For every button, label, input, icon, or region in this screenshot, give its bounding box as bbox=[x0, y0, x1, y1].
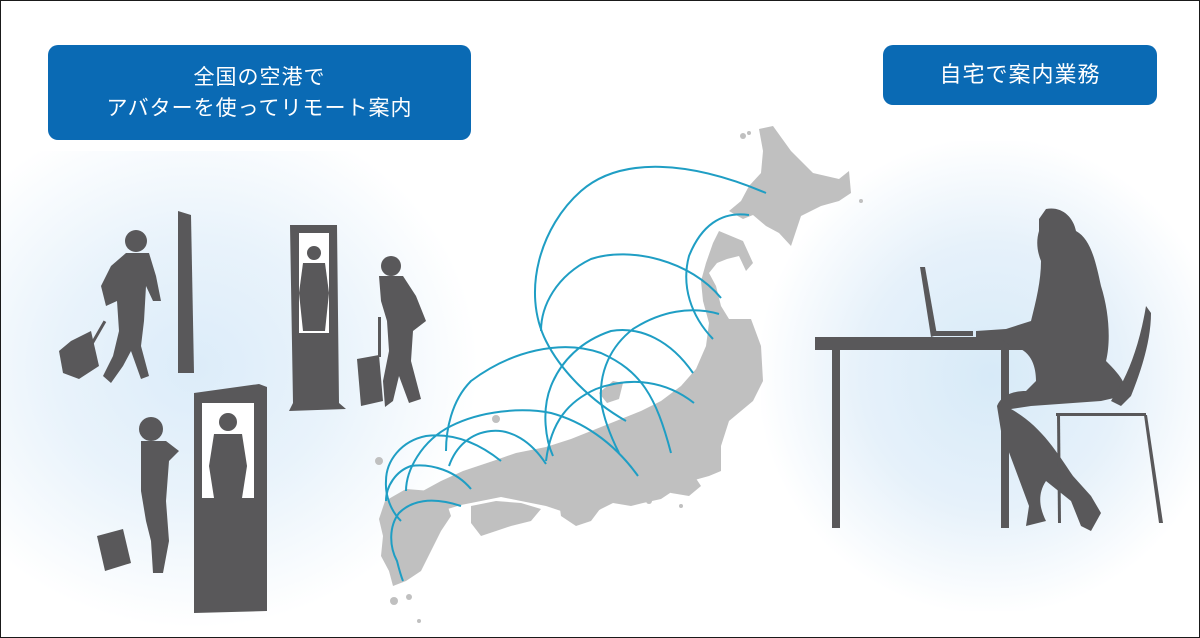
laptop-icon bbox=[920, 267, 937, 337]
work-from-home-label: 自宅で案内業務 bbox=[883, 45, 1157, 105]
desk-icon bbox=[815, 337, 1025, 350]
home-label-text: 自宅で案内業務 bbox=[939, 62, 1101, 88]
airport-remote-guidance-label: 全国の空港で アバターを使ってリモート案内 bbox=[48, 45, 471, 140]
traveler-head-icon bbox=[125, 230, 147, 252]
airport-label-line1: 全国の空港で bbox=[193, 64, 326, 89]
airport-label-line2: アバターを使ってリモート案内 bbox=[106, 95, 413, 120]
